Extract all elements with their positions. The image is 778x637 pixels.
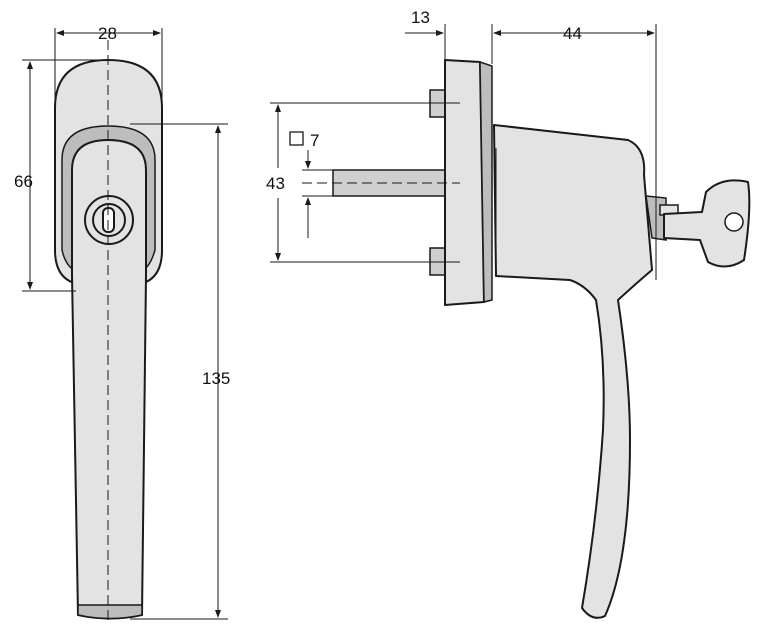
dim-front-width: 28 [98,24,117,43]
front-lever-tip [77,604,143,620]
front-view [54,40,163,625]
key-hole-icon [724,212,744,232]
side-key [645,179,751,268]
dim-side-plate-depth: 13 [411,8,430,27]
dim-front-head-height: 66 [14,172,33,191]
dim-front-total-height: 135 [202,369,230,388]
side-base-plate [444,59,485,306]
dim-side-screw-spacing: 43 [266,174,285,193]
side-view [302,59,751,619]
side-plate-rim [479,60,493,303]
dim-side-handle-depth: 44 [563,24,582,43]
square-symbol-icon [289,131,304,146]
dim-spindle-square: 7 [310,131,319,150]
side-dimensions: 13 44 43 7 [266,8,657,280]
front-dimensions: 28 66 135 [14,24,230,620]
side-handle [493,124,653,619]
